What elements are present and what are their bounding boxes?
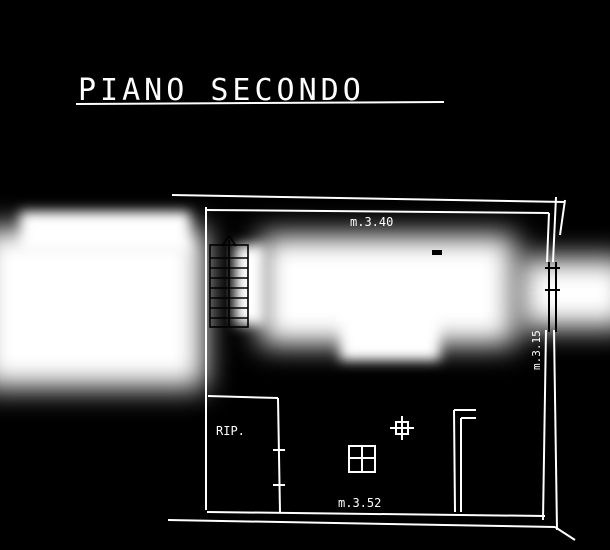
vent-symbol: [390, 416, 414, 440]
title-block: PIANO SECONDO: [75, 73, 445, 108]
paper-haze: [0, 212, 610, 388]
label-storage-room: RIP.: [216, 424, 245, 438]
chimney-mark: [432, 250, 442, 255]
title-underline: [75, 101, 445, 105]
label-bottom-wall: m.3.52: [338, 496, 381, 510]
outer-walls: [167, 194, 576, 541]
table-symbol: [348, 445, 376, 473]
label-top-wall: m.3.40: [350, 215, 393, 229]
label-main-room: SOFFITTA: [336, 310, 402, 324]
right-partition: [453, 409, 476, 513]
label-right-wall: m.3.15: [530, 330, 543, 370]
storage-room: [207, 395, 285, 513]
window-right: [545, 262, 560, 332]
staircase: [209, 234, 249, 328]
